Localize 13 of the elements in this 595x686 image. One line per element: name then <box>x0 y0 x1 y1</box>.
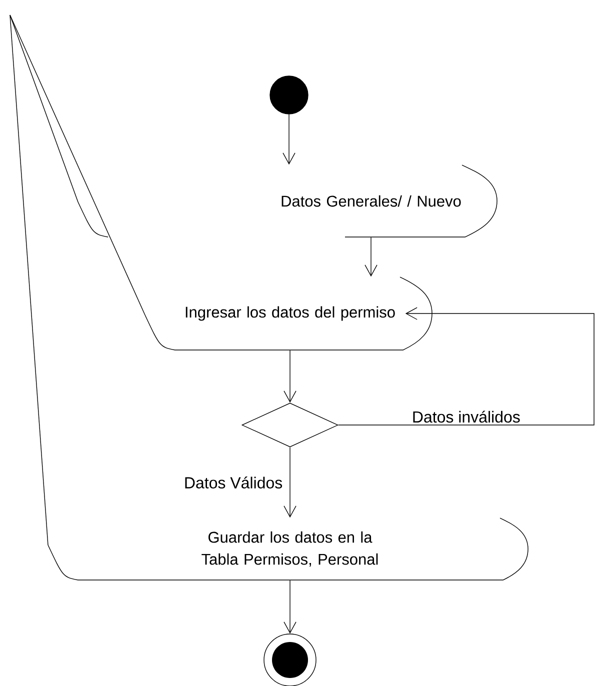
activity-box: Guardar los datos en la Tabla Permisos, Personal <box>48 518 528 580</box>
arrow <box>338 307 594 426</box>
edge-label: Datos inválidos <box>410 410 522 424</box>
arrow <box>282 114 296 165</box>
arrow <box>284 350 296 403</box>
start-node <box>270 76 308 114</box>
activity-box: Ingresar los datos del permiso <box>144 276 432 350</box>
arrow <box>284 580 296 634</box>
end-node <box>264 634 316 686</box>
activity-box: Datos Generales/ / Nuevo <box>78 164 498 238</box>
edge-label: Datos Válidos <box>182 476 284 490</box>
arrow <box>284 447 296 518</box>
arrow <box>364 237 378 277</box>
